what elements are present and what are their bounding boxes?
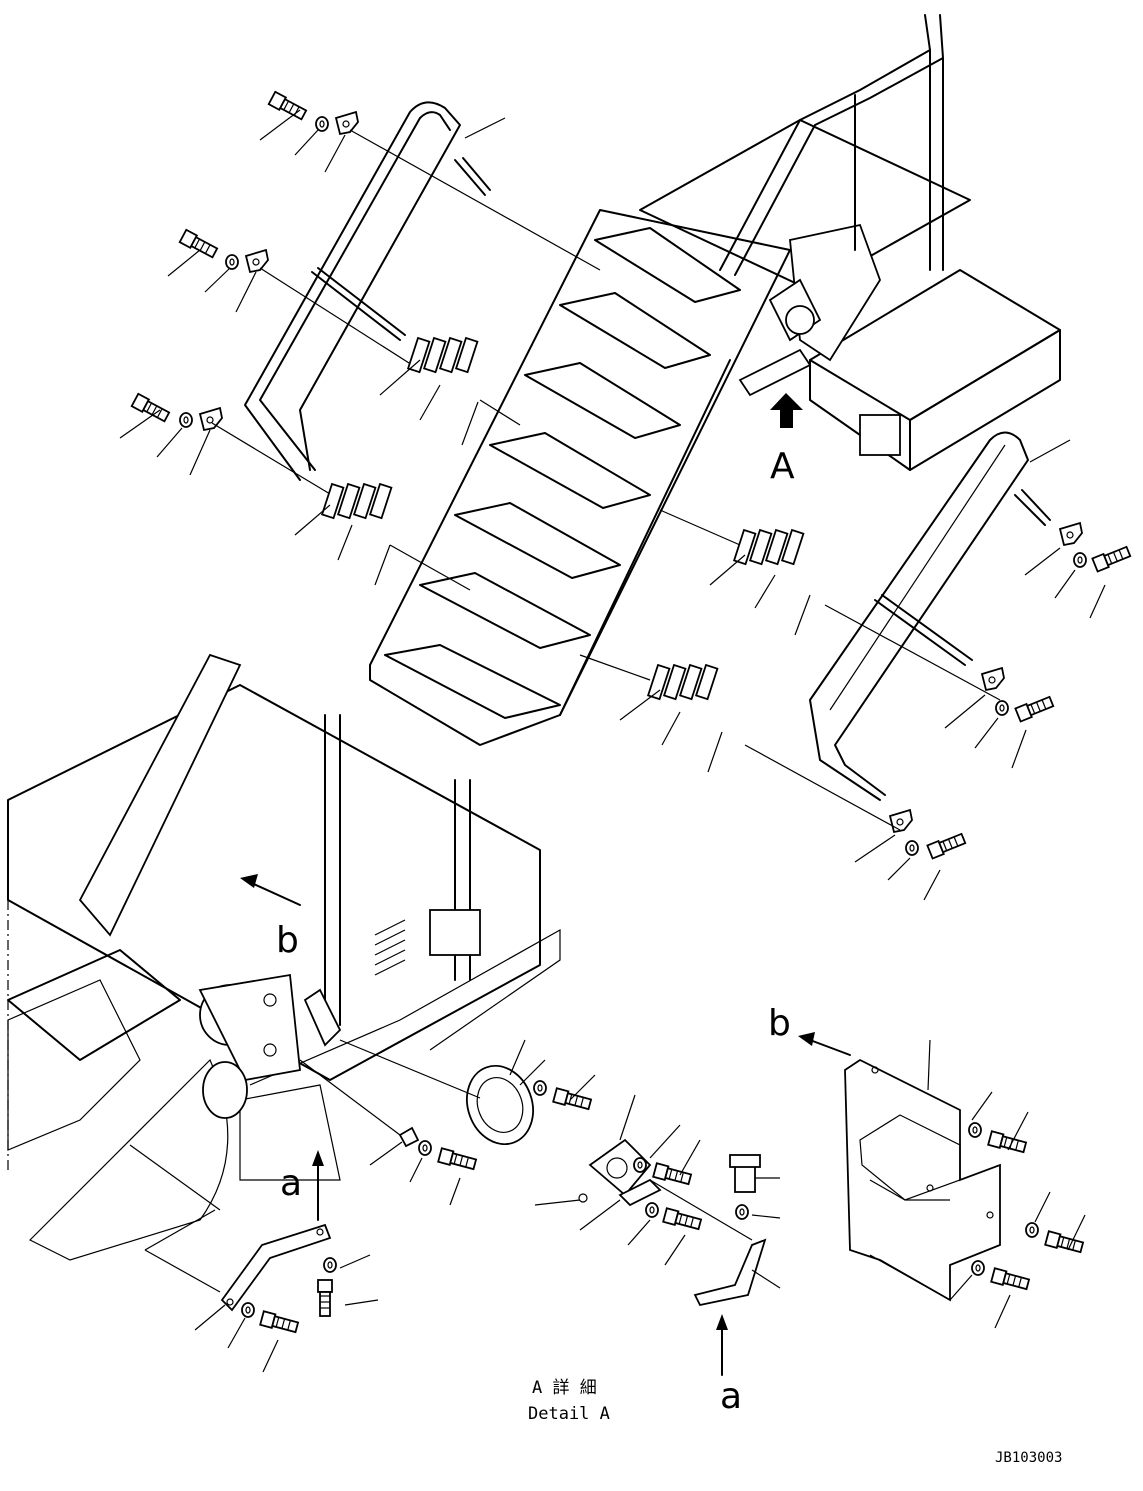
detail-a-parts [129, 1039, 781, 1373]
right-handrail-fasteners [579, 509, 1132, 901]
right-shims [619, 529, 811, 773]
drawing-code: JB103003 [995, 1450, 1062, 1466]
view-arrow-a-left: a [280, 1150, 324, 1221]
left-shims [294, 337, 521, 591]
cover-plate [844, 1039, 1086, 1329]
view-arrow-a-bottom: a [716, 1314, 742, 1417]
detail-caption-jp: A 詳 細 [532, 1378, 597, 1398]
detail-caption-en: Detail A [528, 1404, 610, 1424]
callout-A-label: A [770, 446, 795, 487]
view-arrow-b-top: b [240, 874, 301, 961]
right-handrail [809, 431, 1071, 801]
stair-treads [384, 227, 741, 719]
b-label-top: b [276, 920, 299, 961]
machine-body [7, 653, 561, 1261]
left-handrail [244, 101, 506, 481]
upper-handrail [719, 14, 944, 276]
view-arrow-A: A [770, 393, 803, 487]
b-label-right: b [768, 1003, 791, 1044]
upper-platform [639, 119, 1061, 471]
a-label-left: a [280, 1163, 302, 1204]
stairway-assembly [369, 14, 1061, 746]
left-handrail-fasteners [119, 90, 601, 501]
a-label-bottom: a [720, 1376, 742, 1417]
view-arrow-b-right: b [768, 1003, 851, 1056]
